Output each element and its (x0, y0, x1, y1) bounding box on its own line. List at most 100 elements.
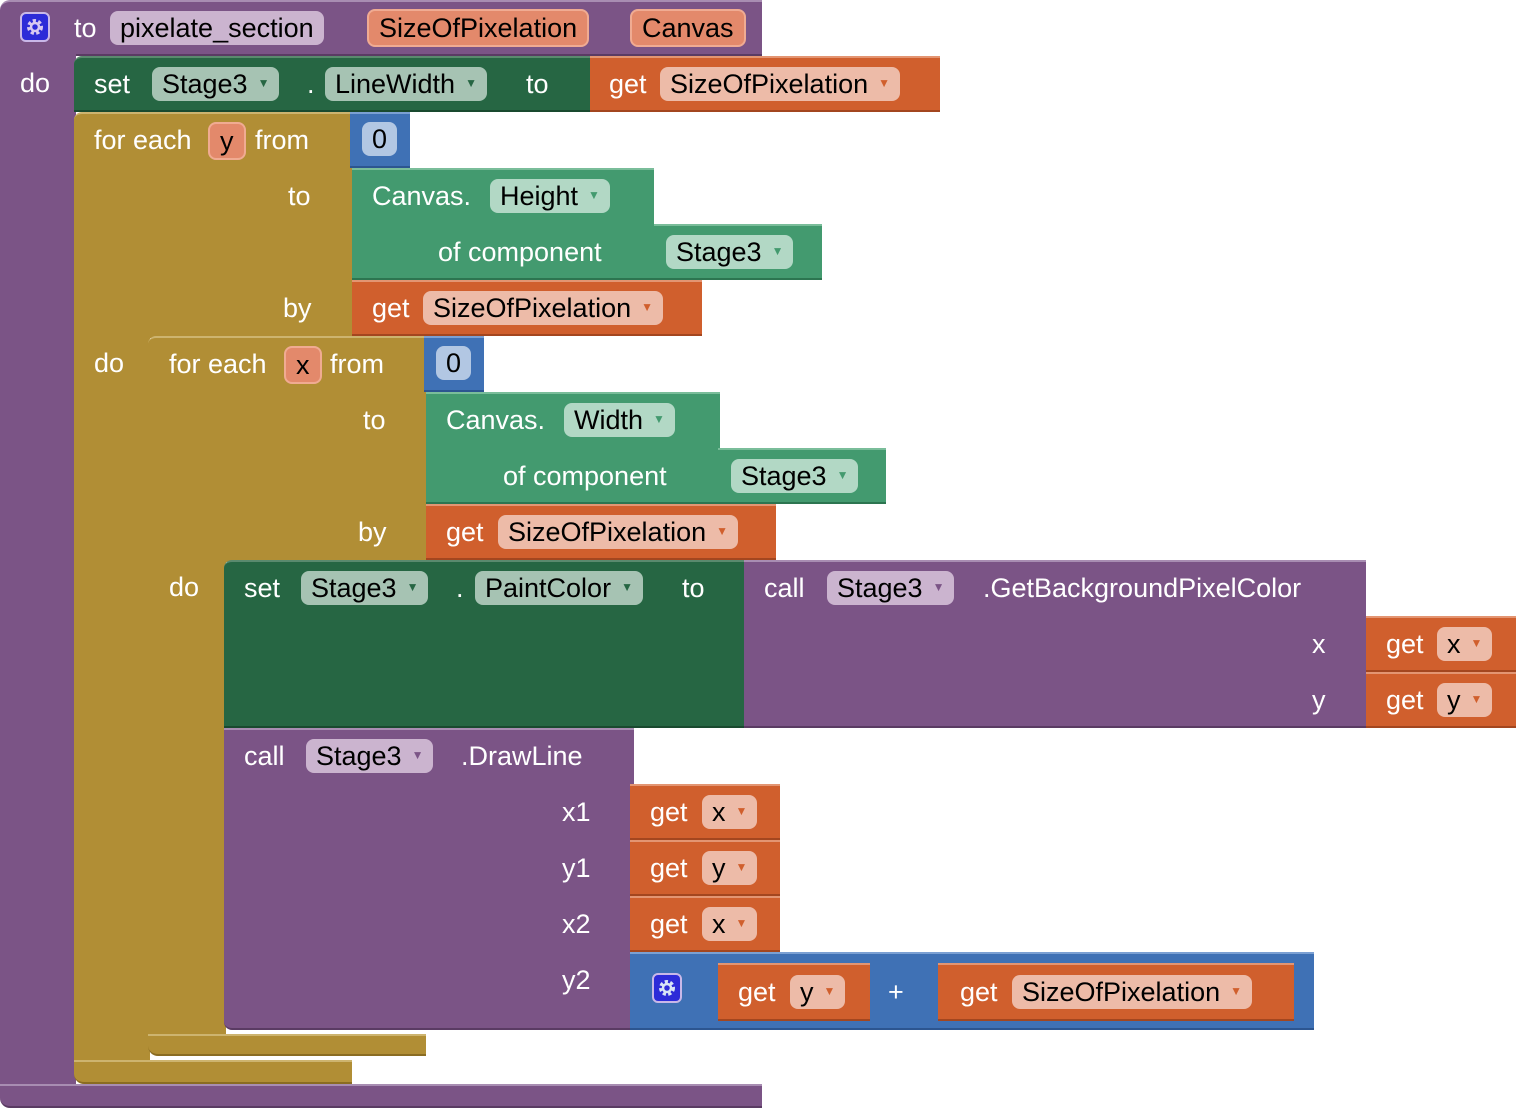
do-keyword: do (169, 572, 200, 602)
number-field[interactable]: 0 (362, 122, 398, 156)
to-keyword: to (288, 181, 311, 211)
procedure-mutator-gear-icon[interactable] (20, 12, 50, 42)
procedure-param-canvas[interactable]: Canvas (630, 9, 746, 47)
dropdown-arrow-icon: ▼ (1230, 983, 1242, 998)
property-dropdown[interactable]: Height▼ (490, 179, 610, 213)
set-property-dropdown[interactable]: PaintColor ▼ (475, 571, 643, 605)
for-each-y-spine (74, 336, 150, 1066)
for-each-x-spine (148, 560, 226, 1044)
dropdown-arrow-icon: ▼ (621, 579, 633, 594)
variable-dropdown[interactable]: SizeOfPixelation▼ (498, 515, 738, 549)
dropdown-arrow-icon: ▼ (836, 467, 849, 482)
method-name: .DrawLine (461, 741, 583, 771)
dot-separator: . (456, 573, 464, 603)
dropdown-arrow-icon: ▼ (653, 411, 665, 426)
for-each-keyword: for each (169, 349, 267, 379)
dropdown-value: x (712, 909, 726, 939)
from-keyword: from (330, 349, 384, 379)
get-keyword: get (650, 909, 688, 939)
property-dropdown[interactable]: Width▼ (564, 403, 675, 437)
dropdown-arrow-icon: ▼ (1470, 635, 1483, 650)
call-keyword: call (764, 573, 805, 603)
dropdown-value: y (1447, 685, 1461, 715)
procedure-name: pixelate_section (120, 13, 314, 43)
dropdown-arrow-icon: ▼ (878, 75, 890, 90)
dropdown-value: x (1447, 629, 1461, 659)
number-value: 0 (372, 124, 388, 154)
by-keyword: by (358, 517, 387, 547)
dropdown-arrow-icon: ▼ (716, 523, 728, 538)
variable-dropdown[interactable]: y▼ (790, 975, 846, 1009)
dropdown-arrow-icon: ▼ (641, 299, 653, 314)
dropdown-arrow-icon: ▼ (771, 243, 784, 258)
dropdown-value: Stage3 (741, 461, 827, 491)
procedure-param-sizeofpixelation[interactable]: SizeOfPixelation (367, 9, 590, 47)
arg-label-x1: x1 (562, 797, 591, 827)
get-keyword: get (650, 853, 688, 883)
component-dropdown[interactable]: Stage3 ▼ (731, 459, 859, 493)
dropdown-arrow-icon: ▼ (1470, 691, 1483, 706)
number-field[interactable]: 0 (436, 346, 472, 380)
dropdown-value: Stage3 (676, 237, 762, 267)
method-name: .GetBackgroundPixelColor (983, 573, 1302, 603)
arg-label-y2: y2 (562, 965, 591, 995)
for-each-x-footer (148, 1034, 426, 1056)
dropdown-arrow-icon: ▼ (932, 579, 945, 594)
canvas-prefix: Canvas. (372, 181, 472, 211)
dropdown-value: SizeOfPixelation (1022, 977, 1221, 1007)
dot-separator: . (307, 69, 315, 99)
loop-variable-y[interactable]: y (208, 122, 246, 160)
by-keyword: by (283, 293, 312, 323)
set-to-keyword: to (526, 69, 549, 99)
variable-dropdown[interactable]: SizeOfPixelation ▼ (1012, 975, 1252, 1009)
dropdown-value: y (800, 977, 814, 1007)
dropdown-value: SizeOfPixelation (670, 69, 869, 99)
set-component-dropdown[interactable]: Stage3 ▼ (301, 571, 429, 605)
arg-label-x2: x2 (562, 909, 591, 939)
procedure-block-footer (0, 1084, 762, 1108)
call-component-dropdown[interactable]: Stage3 ▼ (827, 571, 955, 605)
call-component-dropdown[interactable]: Stage3▼ (306, 739, 434, 773)
do-keyword: do (94, 348, 125, 378)
addition-mutator-gear-icon[interactable] (652, 973, 682, 1003)
set-component-dropdown[interactable]: Stage3 ▼ (152, 67, 280, 101)
get-keyword: get (738, 977, 776, 1007)
arg-label-y: y (1312, 685, 1326, 715)
dropdown-arrow-icon: ▼ (257, 75, 270, 90)
loop-variable-x[interactable]: x (284, 346, 322, 384)
dropdown-value: Height (500, 181, 579, 211)
dropdown-value: Stage3 (162, 69, 248, 99)
set-keyword: set (244, 573, 281, 603)
arg-label-x: x (1312, 629, 1326, 659)
set-keyword: set (94, 69, 131, 99)
get-keyword: get (446, 517, 484, 547)
canvas-prefix: Canvas. (446, 405, 546, 435)
dropdown-arrow-icon: ▼ (735, 915, 748, 930)
procedure-do-keyword: do (20, 68, 51, 98)
call-keyword: call (244, 741, 285, 771)
variable-dropdown[interactable]: y▼ (1437, 683, 1493, 717)
variable-dropdown[interactable]: x▼ (1437, 627, 1493, 661)
component-dropdown[interactable]: Stage3 ▼ (666, 235, 794, 269)
loop-variable-name: x (296, 350, 310, 380)
dropdown-value: LineWidth (335, 69, 456, 99)
dropdown-arrow-icon: ▼ (406, 579, 419, 594)
dropdown-value: PaintColor (485, 573, 612, 603)
dropdown-arrow-icon: ▼ (823, 983, 836, 998)
get-keyword: get (1386, 685, 1424, 715)
set-property-dropdown[interactable]: LineWidth▼ (325, 67, 487, 101)
dropdown-arrow-icon: ▼ (735, 859, 748, 874)
call-drawline-block[interactable] (224, 728, 634, 1030)
dropdown-value: Stage3 (311, 573, 397, 603)
variable-dropdown[interactable]: x▼ (702, 795, 758, 829)
arg-label-y1: y1 (562, 853, 591, 883)
dropdown-value: y (712, 853, 726, 883)
dropdown-value: Stage3 (837, 573, 923, 603)
variable-dropdown[interactable]: SizeOfPixelation ▼ (660, 67, 900, 101)
variable-dropdown[interactable]: x▼ (702, 907, 758, 941)
variable-dropdown[interactable]: SizeOfPixelation▼ (423, 291, 663, 325)
procedure-name-field[interactable]: pixelate_section (110, 11, 324, 45)
from-keyword: from (255, 125, 309, 155)
variable-dropdown[interactable]: y▼ (702, 851, 758, 885)
dropdown-arrow-icon: ▼ (411, 747, 424, 762)
